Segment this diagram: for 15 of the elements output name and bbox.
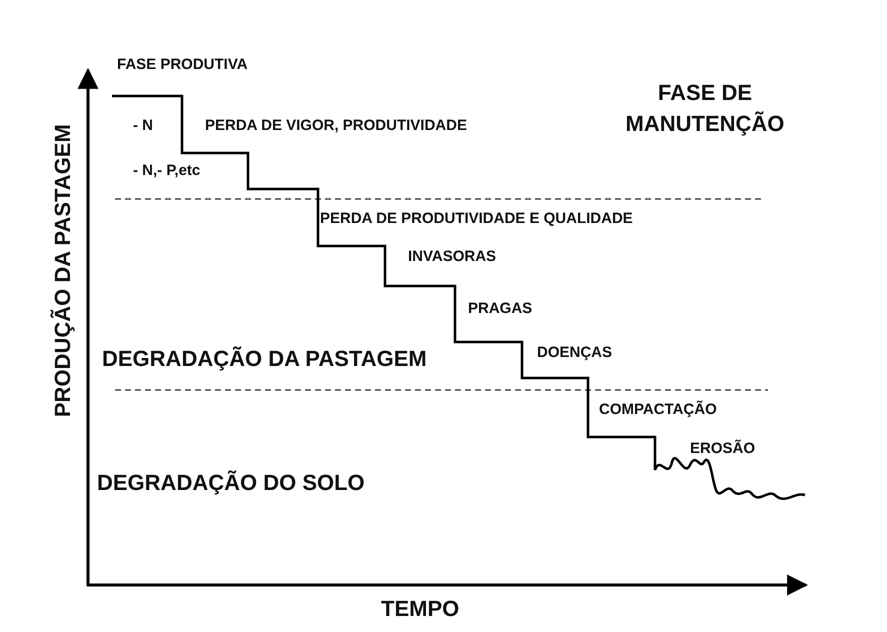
zone-label: DEGRADAÇÃO DO SOLO — [97, 470, 365, 496]
axis-title: TEMPO — [381, 596, 460, 622]
nutrient-label: - N — [133, 117, 153, 134]
stage-label: PERDA DE PRODUTIVIDADE E QUALIDADE — [320, 210, 633, 228]
phase-label: FASE PRODUTIVA — [117, 56, 248, 74]
stage-label: INVASORAS — [408, 248, 496, 266]
stage-label: COMPACTAÇÃO — [599, 401, 717, 418]
axis-title: PRODUÇÃO DA PASTAGEM — [49, 124, 75, 417]
zone-label: DEGRADAÇÃO DA PASTAGEM — [102, 346, 427, 372]
stage-label: DOENÇAS — [537, 344, 612, 362]
stage-label: EROSÃO — [690, 440, 756, 458]
stage-label: PRAGAS — [468, 300, 532, 318]
nutrient-label: - N,- P,etc — [133, 162, 200, 180]
phase-label: FASE DE MANUTENÇÃO — [624, 79, 786, 138]
stage-label: PERDA DE VIGOR, PRODUTIVIDADE — [205, 117, 467, 134]
